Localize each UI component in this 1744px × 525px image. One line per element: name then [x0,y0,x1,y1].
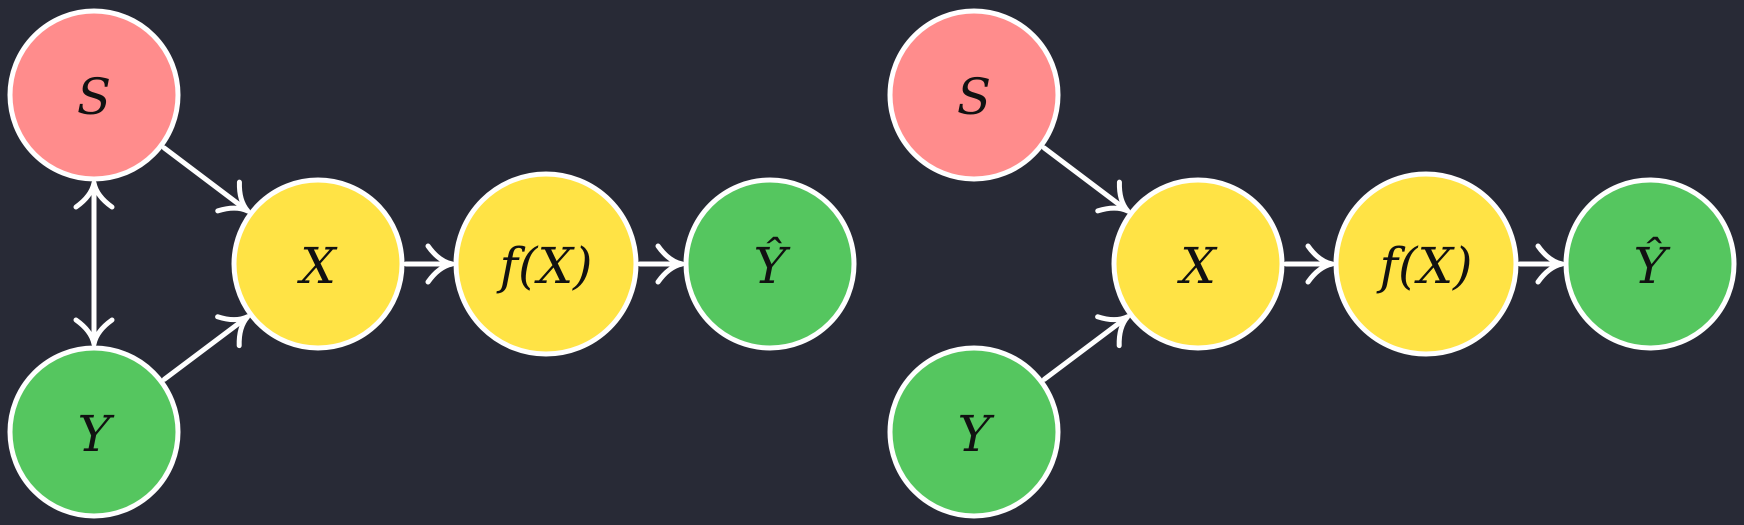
arrowhead [425,243,453,285]
node-y: Y [887,345,1061,519]
arrowhead [655,243,683,285]
node-label: Y [77,405,114,463]
edge-fx-yhat [1517,243,1565,285]
node-label: X [1176,237,1218,295]
edge-fx-yhat [637,243,685,285]
arrowhead [1305,243,1333,285]
node-circle [7,345,181,519]
node-circle [453,171,639,357]
node-label: Ŷ [753,236,790,295]
edges-layer [73,145,685,382]
arrowhead [1095,179,1130,214]
node-circle [1111,177,1285,351]
arrowhead [73,317,115,345]
edge-line [1041,314,1131,382]
arrowhead [215,179,250,214]
edges-layer [1041,145,1565,382]
node-s: S [887,8,1061,182]
edge-y-x [1041,314,1131,382]
edge-s-y [73,180,115,347]
node-fx: f(X) [453,171,639,357]
edge-line [1041,145,1131,214]
node-yhat: Ŷ [683,177,857,351]
node-circle [887,345,1061,519]
node-y: Y [7,345,181,519]
node-circle [683,177,857,351]
node-label: Ŷ [1633,236,1670,295]
node-x: X [1111,177,1285,351]
edge-s-x [161,145,251,214]
arrowhead [1095,314,1130,349]
edge-line [161,145,251,214]
node-label: X [296,237,338,295]
arrowhead [1535,243,1563,285]
edge-y-x [161,314,251,382]
arrowhead [215,314,250,349]
node-yhat: Ŷ [1563,177,1737,351]
node-label: Y [957,405,994,463]
node-label: f(X) [1375,237,1472,295]
arrowhead-reverse [73,182,115,210]
edge-x-fx [1283,243,1335,285]
node-s: S [7,8,181,182]
node-circle [1333,171,1519,357]
node-circle [231,177,405,351]
node-label: S [77,68,111,126]
node-label: S [957,68,991,126]
node-circle [7,8,181,182]
edge-x-fx [403,243,455,285]
node-fx: f(X) [1333,171,1519,357]
node-circle [1563,177,1737,351]
edge-line [161,314,251,382]
edge-s-x [1041,145,1131,214]
node-label: f(X) [495,237,592,295]
node-x: X [231,177,405,351]
node-circle [887,8,1061,182]
